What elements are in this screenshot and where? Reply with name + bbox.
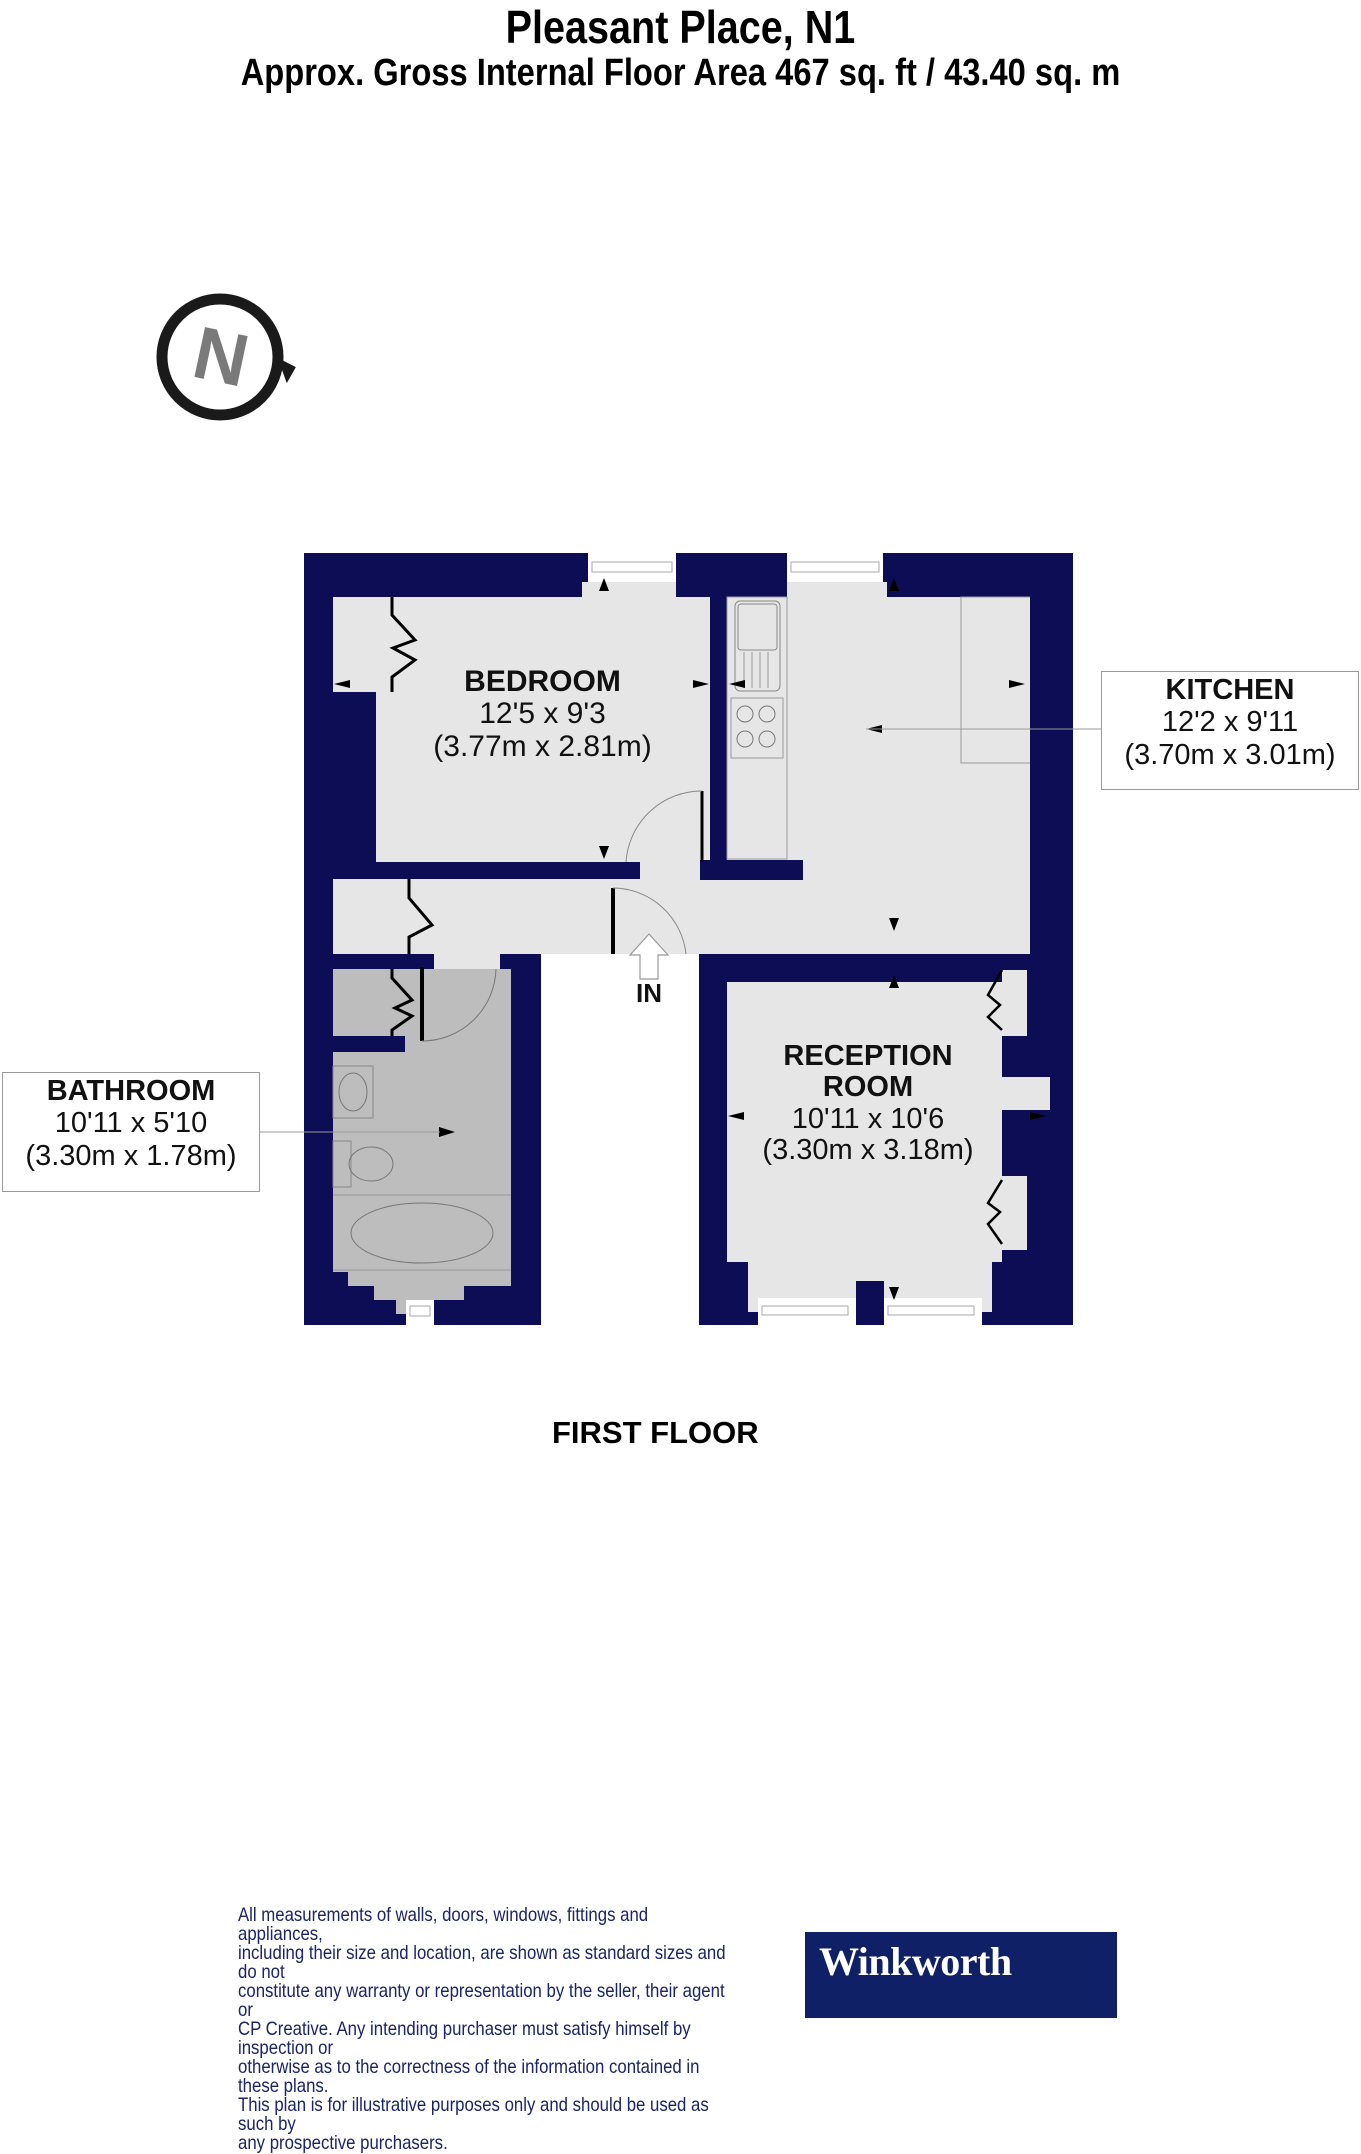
- bedroom-label: BEDROOM 12'5 x 9'3 (3.77m x 2.81m): [410, 665, 675, 763]
- reception-label: RECEPTION ROOM 10'11 x 10'6 (3.30m x 3.1…: [740, 1040, 996, 1166]
- floor-area-subtitle: Approx. Gross Internal Floor Area 467 sq…: [240, 52, 1121, 94]
- entrance-arrow-icon: [628, 933, 670, 980]
- room-dimensions-imperial: 12'2 x 9'11: [1161, 706, 1299, 739]
- page-title: Pleasant Place, N1: [505, 1, 856, 53]
- kitchen-floor: [697, 582, 1030, 954]
- room-dimensions-imperial: 10'11 x 10'6: [791, 1102, 945, 1135]
- room-name-line1: RECEPTION: [783, 1040, 953, 1072]
- winkworth-logo: Winkworth: [805, 1932, 1117, 2018]
- room-name: BATHROOM: [46, 1075, 216, 1107]
- room-name: BEDROOM: [464, 665, 621, 698]
- room-dimensions-metric: (3.70m x 3.01m): [1124, 738, 1336, 771]
- logo-text: Winkworth: [819, 1939, 1012, 1984]
- room-name-line2: ROOM: [822, 1071, 914, 1104]
- room-dimensions-imperial: 12'5 x 9'3: [479, 697, 606, 731]
- floor-plan: [259, 553, 1101, 1325]
- windows: [588, 553, 982, 1325]
- room-dimensions-metric: (3.77m x 2.81m): [433, 729, 652, 763]
- room-dimensions-metric: (3.30m x 1.78m): [25, 1139, 237, 1172]
- room-name: KITCHEN: [1165, 674, 1295, 706]
- bathroom-label-box: BATHROOM 10'11 x 5'10 (3.30m x 1.78m): [2, 1072, 260, 1192]
- entrance-corridor: [541, 982, 699, 1325]
- room-dimensions-metric: (3.30m x 3.18m): [762, 1133, 974, 1166]
- room-dimensions-imperial: 10'11 x 5'10: [54, 1107, 208, 1140]
- disclaimer-text: All measurements of walls, doors, window…: [238, 1904, 726, 2154]
- entrance-label: IN: [636, 978, 662, 1008]
- hallway-floor: [333, 879, 698, 954]
- kitchen-label-box: KITCHEN 12'2 x 9'11 (3.70m x 3.01m): [1101, 671, 1359, 790]
- floor-label: FIRST FLOOR: [552, 1415, 759, 1450]
- bedroom-floor: [333, 582, 710, 862]
